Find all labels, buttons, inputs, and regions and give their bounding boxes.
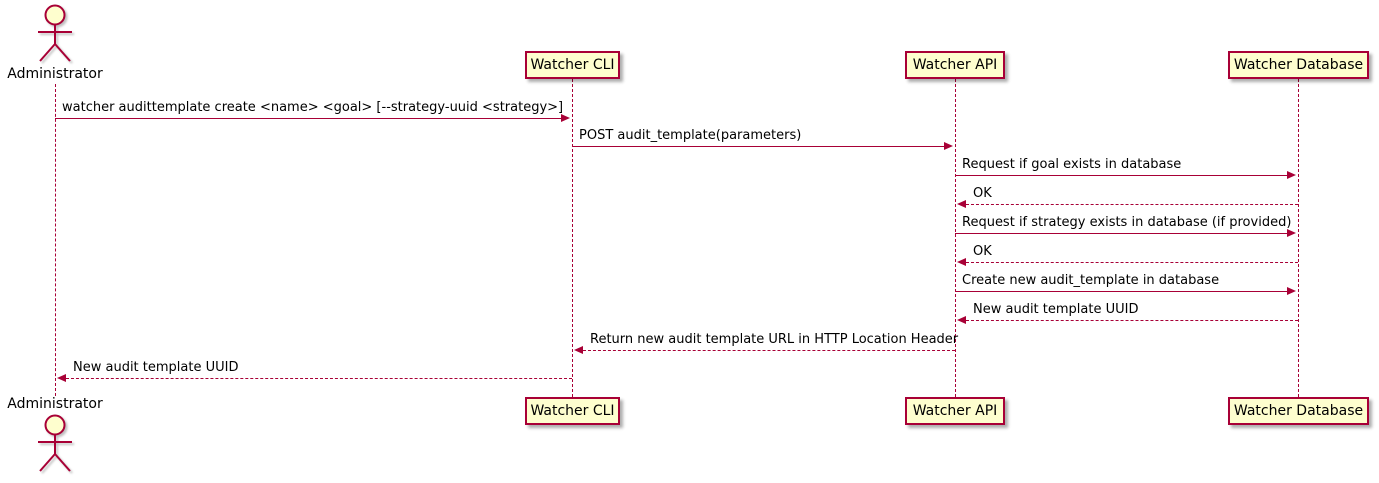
message-6-arrow [966,262,1298,263]
message-9-arrow [583,350,955,351]
participant-watcher-cli-bottom: Watcher CLI [525,397,620,425]
arrowhead-left-icon [57,374,66,382]
message-3-arrow [955,175,1288,176]
arrowhead-left-icon [957,200,966,208]
message-2-arrow [572,146,944,147]
lifeline-watcher-cli [572,79,573,397]
arrowhead-left-icon [957,316,966,324]
participant-watcher-database-top: Watcher Database [1228,51,1369,79]
arrowhead-left-icon [574,346,583,354]
message-6-label: OK [973,244,992,259]
actor-label-administrator-bottom: Administrator [7,396,103,412]
arrowhead-left-icon [957,258,966,266]
stick-figure-actor-icon [38,4,72,62]
message-2-label: POST audit_template(parameters) [579,128,802,143]
message-1-label: watcher audittemplate create <name> <goa… [62,100,564,115]
message-5-arrow [955,233,1288,234]
message-3-label: Request if goal exists in database [962,157,1182,172]
message-7-arrow [955,291,1288,292]
arrowhead-right-icon [561,114,570,122]
arrowhead-right-icon [1287,287,1296,295]
participant-watcher-cli-top: Watcher CLI [525,51,620,79]
message-8-label: New audit template UUID [973,302,1139,317]
message-1-arrow [55,118,562,119]
message-4-arrow [966,204,1298,205]
actor-label-administrator-top: Administrator [7,66,103,82]
message-9-label: Return new audit template URL in HTTP Lo… [590,332,959,347]
participant-watcher-api-top: Watcher API [905,51,1005,79]
message-4-label: OK [973,186,992,201]
message-7-label: Create new audit_template in database [962,273,1220,288]
lifeline-watcher-api [955,79,956,397]
participant-watcher-database-bottom: Watcher Database [1228,397,1369,425]
arrowhead-right-icon [944,142,953,150]
message-5-label: Request if strategy exists in database (… [962,215,1292,230]
message-10-arrow [66,378,572,379]
arrowhead-right-icon [1287,171,1296,179]
message-8-arrow [966,320,1298,321]
message-10-label: New audit template UUID [73,360,239,375]
participant-watcher-api-bottom: Watcher API [905,397,1005,425]
arrowhead-right-icon [1287,229,1296,237]
lifeline-administrator [55,84,56,396]
stick-figure-actor-icon [38,414,72,472]
lifeline-watcher-database [1298,79,1299,397]
